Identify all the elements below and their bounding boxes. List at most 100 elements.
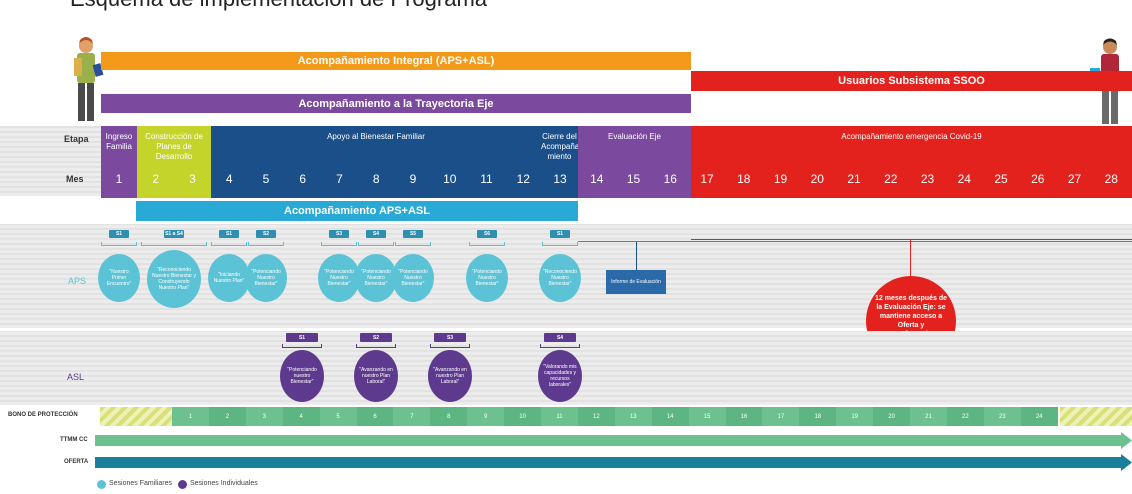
month-number: 15 [626, 172, 641, 186]
aps-bracket [321, 242, 357, 246]
aps-bracket [395, 242, 431, 246]
aps-bracket [248, 242, 284, 246]
aps-session-tag: S1 [219, 230, 239, 238]
month-number: 27 [1067, 172, 1082, 186]
asl-session-tag: S2 [360, 333, 392, 342]
aps-session-tag: S1 a S4 [164, 230, 184, 238]
mes-label: Mes [66, 174, 84, 184]
oferta-arrow [95, 454, 1132, 471]
aps-session-circle: "Iniciando Nuestro Plan" [208, 254, 250, 302]
stage-acompanamiento-covid: Acompañamiento emergencia Covid-19 [691, 126, 1132, 198]
month-number: 26 [1031, 172, 1045, 186]
bono-month-cell: 22 [946, 407, 984, 426]
band-acompanamiento-aps-asl: Acompañamiento APS+ASL [136, 201, 578, 221]
aps-session-tag: S6 [477, 230, 497, 238]
etapa-label: Etapa [64, 134, 89, 144]
aps-session-circle: "Reconociendo Nuestro Bienestar" [539, 254, 581, 302]
bono-month-cell: 7 [393, 407, 431, 426]
month-number: 3 [189, 172, 196, 186]
asl-bracket [430, 344, 470, 348]
month-number: 11 [480, 172, 493, 186]
month-number: 28 [1104, 172, 1118, 186]
stage-apoyo-bienestar: Apoyo al Bienestar Familiar [211, 126, 541, 198]
month-number: 12 [516, 172, 530, 186]
month-number: 8 [372, 172, 380, 186]
ttmm-label: TTMM CC [60, 437, 88, 443]
month-number: 23 [920, 172, 935, 186]
person-with-book-icon [74, 37, 104, 121]
informe-evaluacion-box: Informe de Evaluación [606, 270, 666, 294]
month-number: 1 [115, 172, 123, 186]
month-number: 21 [847, 172, 861, 186]
bono-month-cell: 13 [614, 407, 652, 426]
month-number: 20 [810, 172, 824, 186]
aps-label: APS [68, 276, 87, 286]
month-number: 5 [262, 172, 270, 186]
aps-session-tag: S3 [329, 230, 349, 238]
aps-session-tag: S4 [366, 230, 386, 238]
stage-evaluacion-eje: Evaluación Eje [578, 126, 691, 198]
aps-bracket [542, 242, 578, 246]
month-number: 9 [409, 172, 417, 186]
bono-month-cell: 6 [356, 407, 394, 426]
bono-month-cell: 21 [910, 407, 947, 426]
month-number: 13 [553, 172, 567, 186]
aps-bracket [211, 242, 247, 246]
aps-session-circle: "Potenciando Nuestro Bienestar" [245, 254, 287, 302]
bono-month-cell: 10 [504, 407, 542, 426]
month-number: 25 [994, 172, 1008, 186]
bono-month-cell: 18 [799, 407, 837, 426]
bono-month-cell: 24 [1020, 407, 1058, 426]
aps-session-tag: S1 [550, 230, 570, 238]
stage-cierre-acompanamiento: Cierre del Acompaña-miento [541, 126, 582, 198]
month-number: 22 [884, 172, 898, 186]
month-number: 18 [737, 172, 751, 186]
aps-session-circle: "Potenciando Nuestro Bienestar" [466, 254, 508, 302]
bono-month-cell: 19 [836, 407, 874, 426]
asl-session-tag: S4 [544, 333, 576, 342]
legend-label-familiares: Sesiones Familiares [109, 480, 173, 487]
aps-session-circle: "Potenciando Nuestro Bienestar" [355, 254, 397, 302]
asl-session-tag: S3 [434, 333, 466, 342]
month-number: 10 [443, 172, 457, 186]
aps-session-tag: S2 [256, 230, 276, 238]
legend-label-individuales: Sesiones Individuales [190, 480, 258, 487]
informe-drop-line [636, 242, 637, 270]
bono-label: BONO DE PROTECCIÓN [8, 412, 78, 418]
aps-bracket [101, 242, 137, 246]
covid-connector-line [691, 239, 1132, 240]
legend-dot-individuales [178, 480, 187, 489]
asl-session-circle: "Potenciando nuestro Bienestar" [280, 350, 324, 402]
bono-month-cell: 12 [577, 407, 615, 426]
bono-month-cell: 20 [873, 407, 911, 426]
bono-hatch-left [100, 407, 172, 426]
bono-month-cell: 17 [762, 407, 800, 426]
oferta-label: OFERTA [64, 459, 89, 465]
asl-session-tag: S1 [286, 333, 318, 342]
aps-session-circle: "Potenciando Nuestro Bienestar" [318, 254, 360, 302]
month-number: 2 [152, 172, 160, 186]
aps-connector-line [578, 241, 1132, 242]
bono-month-cell: 3 [245, 407, 283, 426]
bono-month-cell: 8 [430, 407, 468, 426]
aps-session-circle: "Reconociendo Nuestro Bienestar y Constr… [147, 250, 201, 308]
asl-session-circle: "Valorando mis capacidades y recursos la… [538, 350, 582, 402]
asl-session-circle: "Avanzando en nuestro Plan Laboral" [428, 350, 472, 402]
red-drop-line [910, 240, 911, 276]
bono-month-cell: 9 [467, 407, 505, 426]
asl-label: ASL [67, 372, 85, 382]
month-number: 7 [336, 172, 343, 186]
asl-bracket [282, 344, 322, 348]
aps-session-tag: S5 [403, 230, 423, 238]
aps-bracket [358, 242, 394, 246]
aps-bracket [141, 242, 207, 246]
bono-month-cell: 2 [208, 407, 246, 426]
month-number: 16 [663, 172, 677, 186]
month-number: 4 [225, 172, 233, 186]
bono-month-cell: 23 [983, 407, 1021, 426]
month-number: 14 [590, 172, 604, 186]
bono-month-cell: 1 [172, 407, 209, 426]
asl-bracket [356, 344, 396, 348]
month-number: 24 [957, 172, 971, 186]
month-number: 6 [299, 172, 307, 186]
